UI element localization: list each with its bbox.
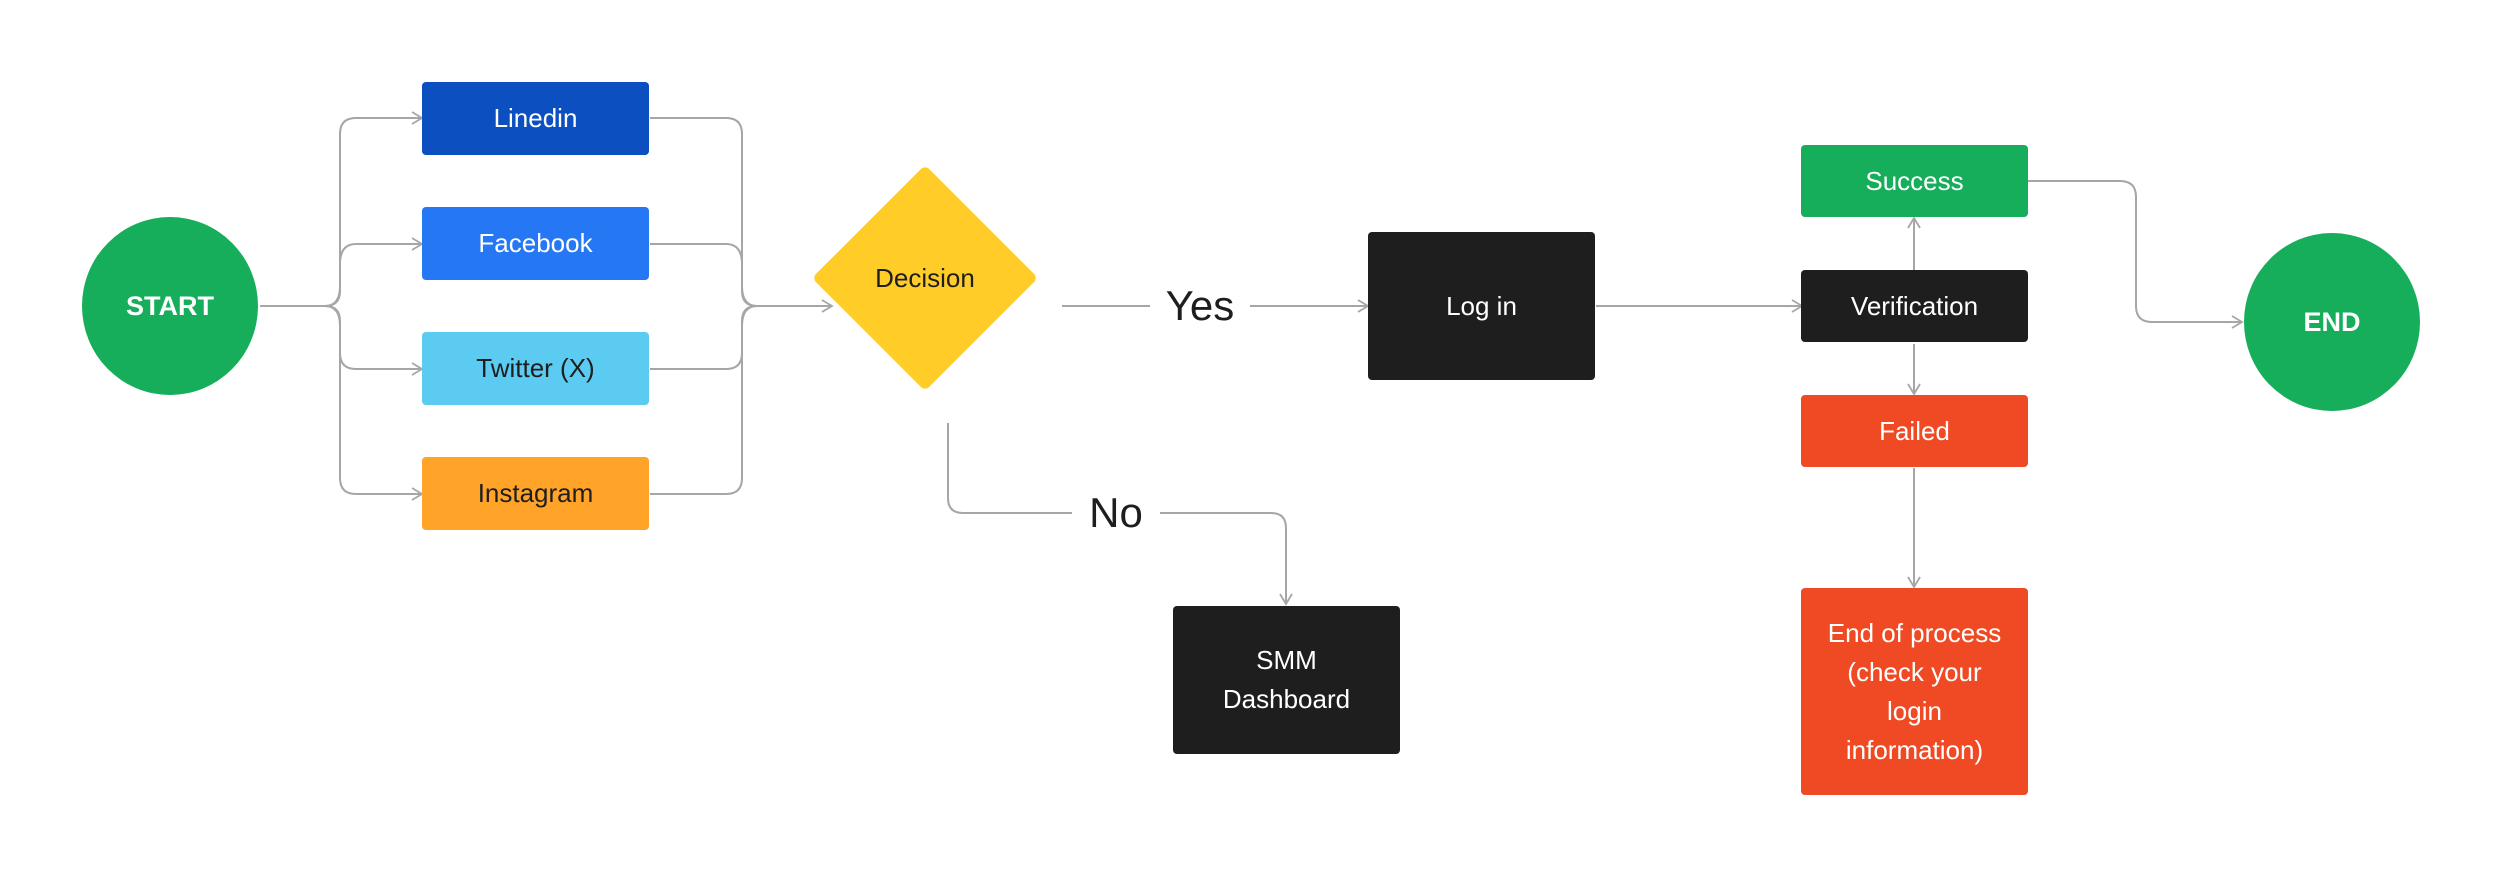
connector-start-instagram: [324, 305, 424, 501]
instagram-label: Instagram: [477, 478, 594, 508]
start-label: START: [126, 290, 214, 321]
end-of-process-node: End of process (check your login informa…: [1801, 588, 2028, 795]
connector-success-end: [2027, 180, 2244, 329]
start-node: START: [82, 217, 258, 395]
end-label: END: [2303, 306, 2361, 337]
dashboard-node: SMM Dashboard: [1173, 606, 1400, 754]
login-node: Log in: [1368, 232, 1595, 380]
verification-node: Verification: [1801, 270, 2028, 342]
instagram-node: Instagram: [422, 457, 649, 530]
no-label: No: [1072, 487, 1160, 539]
twitter-node: Twitter (X): [422, 332, 649, 405]
verification-label: Verification: [1850, 290, 1979, 321]
yes-label: Yes: [1150, 280, 1250, 332]
facebook-node: Facebook: [422, 207, 649, 280]
twitter-label: Twitter (X): [476, 353, 595, 383]
success-label: Success: [1865, 165, 1964, 196]
login-label: Log in: [1446, 290, 1517, 321]
connector-start-facebook: [324, 237, 424, 307]
linkedin-node: Linedin: [422, 82, 649, 155]
linkedin-label: Linedin: [493, 103, 578, 133]
failed-label: Failed: [1879, 415, 1950, 446]
facebook-label: Facebook: [478, 228, 593, 258]
dashboard-label: SMM Dashboard: [1222, 645, 1351, 714]
success-node: Success: [1801, 145, 2028, 217]
end-node: END: [2244, 233, 2420, 411]
connector-instagram-decision: [650, 305, 758, 495]
end-of-process-label: End of process (check your login informa…: [1827, 617, 2002, 765]
decision-label: Decision: [875, 262, 975, 293]
failed-node: Failed: [1801, 395, 2028, 467]
connector-facebook-decision: [650, 243, 758, 307]
connector-twitter-decision: [650, 305, 758, 370]
